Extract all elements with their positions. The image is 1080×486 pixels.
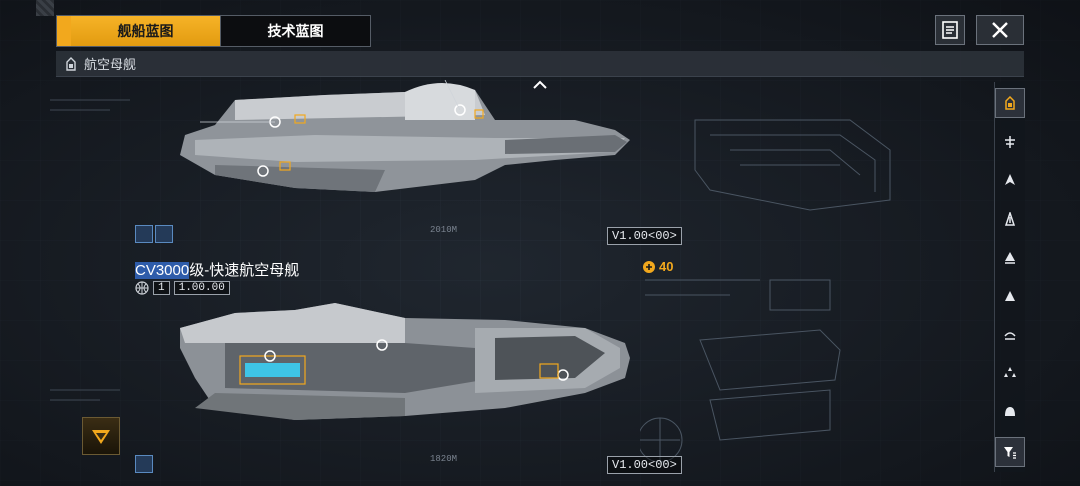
ratio-prefix: 1 bbox=[153, 281, 170, 295]
rail-destroyer[interactable] bbox=[995, 165, 1025, 195]
carrier-icon bbox=[66, 56, 76, 71]
rail-frigate[interactable] bbox=[995, 127, 1025, 157]
ship-model-top[interactable] bbox=[175, 80, 635, 205]
header-stripe bbox=[36, 0, 54, 16]
ship-type-rail bbox=[994, 82, 1025, 472]
ship-tag-fighter bbox=[135, 225, 153, 243]
close-button[interactable] bbox=[976, 15, 1024, 45]
ship-model-bottom[interactable] bbox=[175, 298, 635, 430]
ship-class-id: CV3000 bbox=[135, 262, 190, 279]
rail-cruiser[interactable] bbox=[995, 204, 1025, 234]
ship-tag-support bbox=[155, 225, 173, 243]
version-label-top: V1.00<00> bbox=[607, 227, 682, 245]
station-icon bbox=[1005, 407, 1015, 416]
blueprint-tabs: 舰船蓝图 技术蓝图 bbox=[56, 15, 371, 47]
ship-scale-bottom: 1820M bbox=[430, 454, 458, 464]
rail-filter-button[interactable] bbox=[995, 437, 1025, 467]
category-bar: 航空母舰 bbox=[56, 51, 1024, 77]
blueprint-wireframe-left bbox=[50, 99, 130, 401]
battlecruiser-icon bbox=[1005, 252, 1015, 264]
fleet-icon bbox=[1004, 367, 1016, 377]
ratio-value: 1.00.00 bbox=[173, 281, 230, 295]
currency-amount: 40 bbox=[659, 259, 674, 274]
cruiser-icon bbox=[1004, 212, 1016, 226]
tab-tech-blueprint[interactable]: 技术蓝图 bbox=[220, 16, 370, 46]
chevron-rank-icon bbox=[92, 430, 110, 444]
blueprint-wireframe-right bbox=[640, 119, 891, 463]
corvette-icon bbox=[1005, 291, 1015, 301]
globe-icon bbox=[135, 281, 149, 295]
destroyer-icon bbox=[1005, 174, 1015, 185]
ship-class-title: 级-快速航空母舰 bbox=[189, 262, 300, 279]
rail-fleet[interactable] bbox=[995, 358, 1025, 388]
rail-carrier[interactable] bbox=[995, 88, 1025, 118]
close-icon bbox=[992, 22, 1008, 38]
tab-accent bbox=[57, 16, 71, 46]
rail-station[interactable] bbox=[995, 396, 1025, 426]
rail-aux-ship[interactable] bbox=[995, 319, 1025, 349]
rail-corvette[interactable] bbox=[995, 281, 1025, 311]
currency-display: 40 bbox=[642, 259, 673, 274]
collapse-chevron-icon[interactable] bbox=[532, 78, 548, 90]
frigate-icon bbox=[1005, 136, 1015, 148]
document-icon bbox=[942, 21, 958, 39]
category-label: 航空母舰 bbox=[84, 57, 137, 72]
scale-ratio-badge: 1 1.00.00 bbox=[135, 281, 230, 295]
document-button[interactable] bbox=[935, 15, 965, 45]
ship-name: CV3000级-快速航空母舰 bbox=[135, 259, 299, 280]
version-label-bottom: V1.00<00> bbox=[607, 456, 682, 474]
tab-ship-blueprint[interactable]: 舰船蓝图 bbox=[71, 16, 220, 46]
aux-ship-icon bbox=[1004, 332, 1016, 340]
filter-icon bbox=[1004, 447, 1016, 459]
ship-scale-top: 2010M bbox=[430, 225, 458, 235]
coin-icon bbox=[643, 260, 655, 273]
ship-tag-carrier bbox=[135, 455, 153, 473]
carrier-icon bbox=[1005, 96, 1015, 110]
rank-badge[interactable] bbox=[82, 417, 120, 455]
rail-battlecruiser[interactable] bbox=[995, 242, 1025, 272]
